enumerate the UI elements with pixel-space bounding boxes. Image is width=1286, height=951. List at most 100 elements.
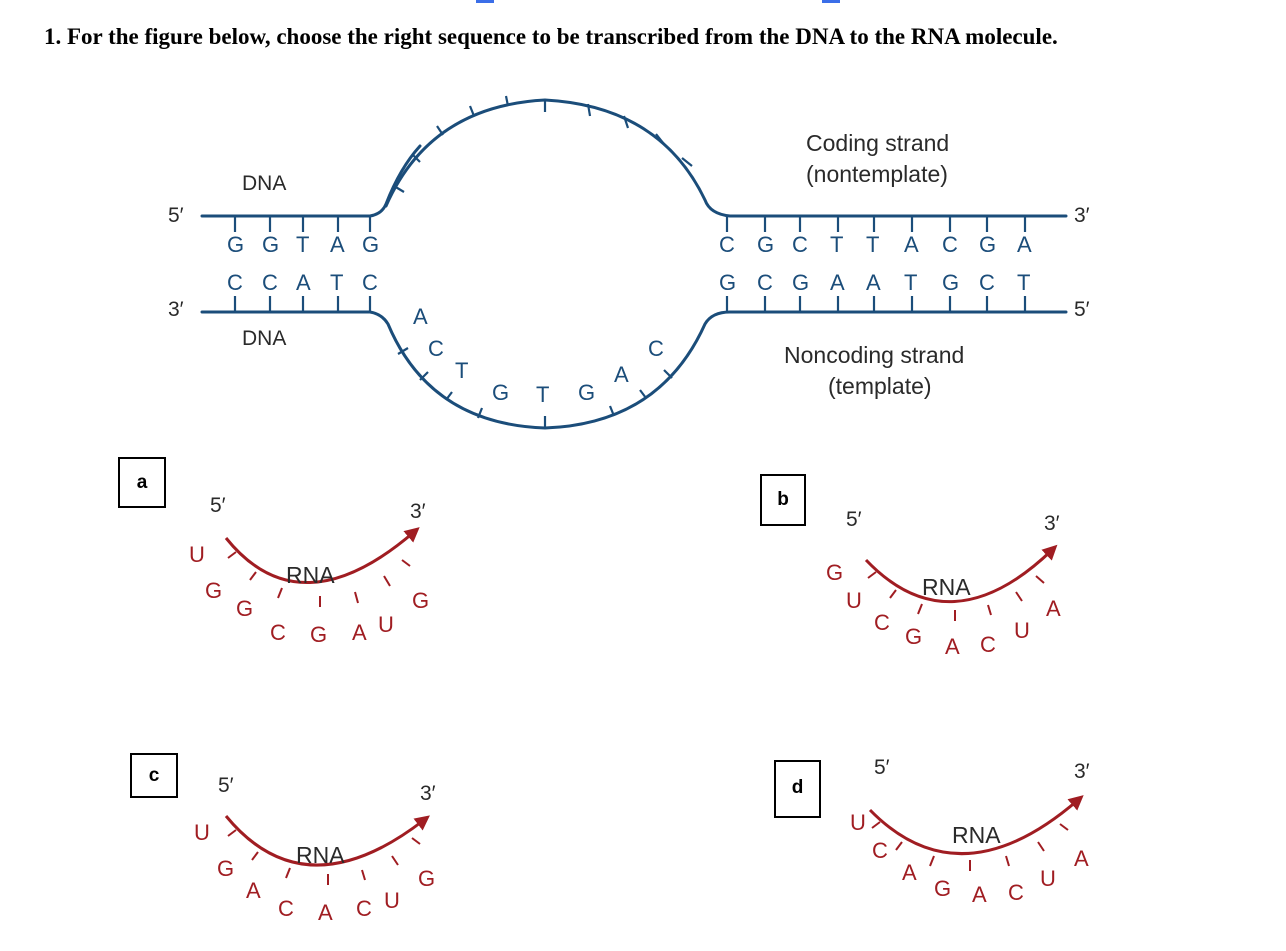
base-right-top-4: T	[830, 232, 844, 257]
option-a-three-prime: 3′	[410, 500, 426, 523]
option-d-base-1: U	[850, 810, 866, 835]
option-d-base-7: U	[1040, 866, 1056, 891]
bubble-base-2: C	[428, 336, 444, 361]
base-right-bottom-6: T	[904, 270, 918, 295]
option-a-five-prime: 5′	[210, 494, 226, 517]
base-right-top-5: T	[866, 232, 880, 257]
option-a-box[interactable]: a	[118, 457, 166, 508]
five-prime-top-left: 5′	[168, 204, 184, 227]
option-c-five-prime: 5′	[218, 774, 234, 797]
option-d-base-8: A	[1074, 846, 1089, 871]
question-text: 1. For the figure below, choose the righ…	[44, 24, 1058, 49]
base-right-bottom-1: G	[719, 270, 737, 295]
option-a-base-5: G	[310, 622, 328, 647]
option-b-base-8: A	[1046, 596, 1061, 621]
noncoding-strand-sublabel: (template)	[828, 373, 932, 399]
bubble-base-8: C	[648, 336, 664, 361]
base-left-top-5: G	[362, 232, 380, 257]
option-c-base-7: U	[384, 888, 400, 913]
option-a-base-8: G	[412, 588, 430, 613]
option-b-three-prime: 3′	[1044, 512, 1060, 535]
rna-strand-b	[864, 544, 1058, 603]
coding-strand-label: Coding strand	[806, 130, 950, 156]
option-b-base-7: U	[1014, 618, 1030, 643]
base-left-bottom-3: A	[296, 270, 311, 295]
base-right-bottom-9: T	[1017, 270, 1031, 295]
option-a-base-1: U	[189, 542, 205, 567]
option-d-base-5: A	[972, 882, 987, 907]
bubble-base-6: G	[578, 380, 596, 405]
option-b-base-2: U	[846, 588, 862, 613]
option-b-base-3: C	[874, 610, 890, 635]
option-c-rna-label: RNA	[296, 842, 345, 868]
base-left-top-1: G	[227, 232, 245, 257]
option-d-base-6: C	[1008, 880, 1024, 905]
option-a-base-2: G	[205, 578, 223, 603]
option-b-box[interactable]: b	[760, 474, 806, 526]
base-right-top-6: A	[904, 232, 919, 257]
option-b-five-prime: 5′	[846, 508, 862, 531]
option-c-base-1: U	[194, 820, 210, 845]
option-c-base-5: A	[318, 900, 333, 925]
base-right-bottom-7: G	[942, 270, 960, 295]
base-left-top-4: A	[330, 232, 345, 257]
option-b-base-1: G	[826, 560, 844, 585]
option-b-rna-label: RNA	[922, 574, 971, 600]
option-c-three-prime: 3′	[420, 782, 436, 805]
base-left-bottom-4: T	[330, 270, 344, 295]
base-right-top-8: G	[979, 232, 997, 257]
base-right-top-9: A	[1017, 232, 1032, 257]
three-prime-bottom-left: 3′	[168, 298, 184, 321]
base-right-bottom-4: A	[830, 270, 845, 295]
noncoding-strand-label: Noncoding strand	[784, 342, 965, 368]
option-c-base-8: G	[418, 866, 436, 891]
rna-strand-c	[224, 815, 430, 867]
bubble-base-1: A	[413, 304, 428, 329]
base-right-bottom-8: C	[979, 270, 995, 295]
base-right-bottom-3: G	[792, 270, 810, 295]
option-a-rna-label: RNA	[286, 562, 335, 588]
option-c-base-2: G	[217, 856, 235, 881]
option-d-three-prime: 3′	[1074, 760, 1090, 783]
base-left-top-2: G	[262, 232, 280, 257]
option-b-base-6: C	[980, 632, 996, 657]
option-d-box[interactable]: d	[774, 760, 821, 818]
base-right-top-7: C	[942, 232, 958, 257]
three-prime-top-right: 3′	[1074, 204, 1090, 227]
option-a-base-3: G	[236, 596, 254, 621]
option-c-base-6: C	[356, 896, 372, 921]
option-a-base-6: A	[352, 620, 367, 645]
dna-label-bottom: DNA	[242, 327, 287, 350]
option-d-base-4: G	[934, 876, 952, 901]
dna-label-top: DNA	[242, 172, 287, 195]
option-d-five-prime: 5′	[874, 756, 890, 779]
top-marker-right	[822, 0, 840, 3]
rna-strand-d	[868, 795, 1084, 856]
coding-strand-sublabel: (nontemplate)	[806, 161, 948, 187]
bubble-base-7: A	[614, 362, 629, 387]
option-b-base-4: G	[905, 624, 923, 649]
option-a-base-7: U	[378, 612, 394, 637]
option-d-rna-label: RNA	[952, 822, 1001, 848]
base-right-top-3: C	[792, 232, 808, 257]
base-right-bottom-2: C	[757, 270, 773, 295]
option-d-base-3: A	[902, 860, 917, 885]
bubble-base-4: G	[492, 380, 510, 405]
option-a-base-4: C	[270, 620, 286, 645]
bubble-base-3: T	[455, 358, 469, 383]
option-c-box[interactable]: c	[130, 753, 178, 798]
option-b-base-5: A	[945, 634, 960, 659]
base-left-bottom-1: C	[227, 270, 243, 295]
top-marker-left	[476, 0, 494, 3]
base-right-bottom-5: A	[866, 270, 881, 295]
base-left-bottom-2: C	[262, 270, 278, 295]
five-prime-bottom-right: 5′	[1074, 298, 1090, 321]
dna-top-arc	[384, 98, 1068, 218]
option-d-base-2: C	[872, 838, 888, 863]
rna-strand-a	[224, 527, 420, 584]
base-right-top-2: G	[757, 232, 775, 257]
option-c-base-3: A	[246, 878, 261, 903]
base-right-top-1: C	[719, 232, 735, 257]
